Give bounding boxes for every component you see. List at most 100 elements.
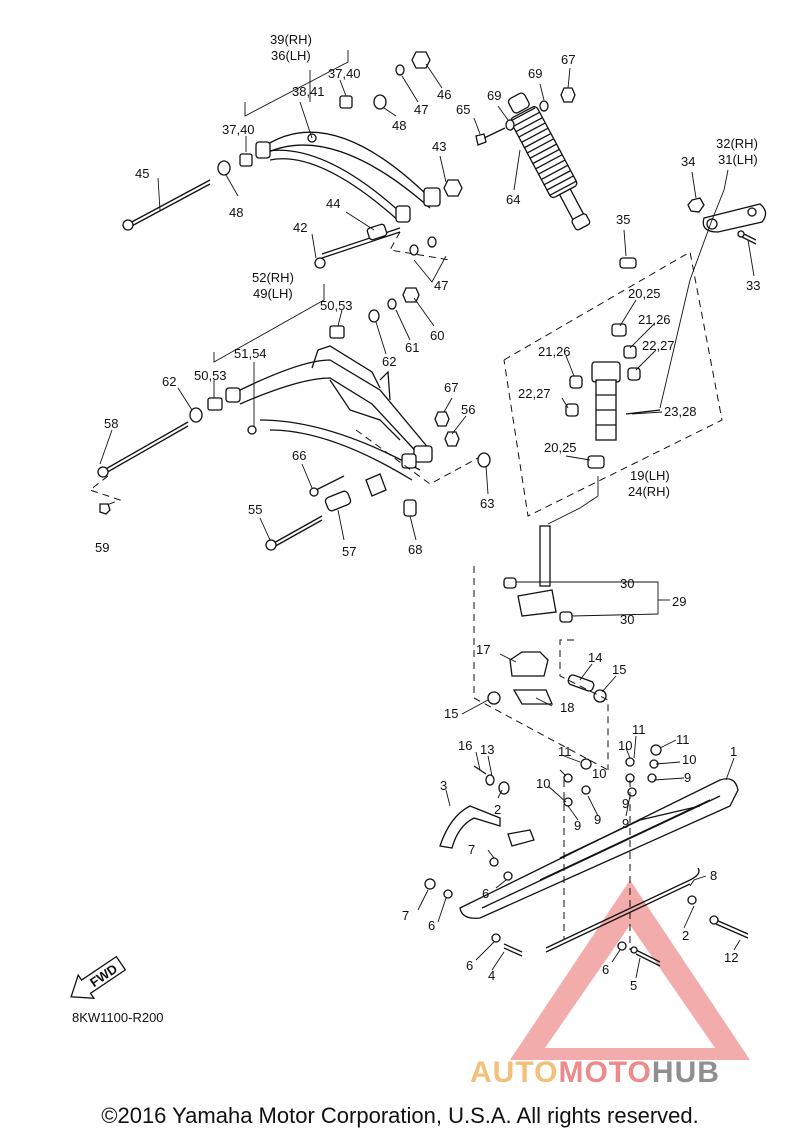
leader-lines	[99, 50, 755, 979]
callout-7-a: 7	[468, 842, 475, 857]
callout-1: 1	[730, 744, 737, 759]
callout-22-27-a: 22,27	[642, 338, 675, 353]
callout-34: 34	[681, 154, 695, 169]
copyright-notice: ©2016 Yamaha Motor Corporation, U.S.A. A…	[101, 1103, 699, 1128]
callout-68: 68	[408, 542, 422, 557]
callout-33: 33	[746, 278, 760, 293]
callout-43: 43	[432, 139, 446, 154]
callout-65: 65	[456, 102, 470, 117]
callout-9-e: 9	[622, 816, 629, 831]
callout-56: 56	[461, 402, 475, 417]
callout-46: 46	[437, 87, 451, 102]
diagram-code: 8KW1100-R200	[72, 1010, 164, 1025]
callout-67-a: 67	[561, 52, 575, 67]
callout-50-53-b: 50,53	[194, 368, 227, 383]
callout-52rh: 52(RH)	[252, 270, 294, 285]
upper-arm-assembly	[122, 51, 463, 269]
callout-19lh: 19(LH)	[630, 468, 670, 483]
callout-6-b: 6	[428, 918, 435, 933]
callout-60: 60	[430, 328, 444, 343]
callout-20-25-a: 20,25	[628, 286, 661, 301]
callout-6-c: 6	[466, 958, 473, 973]
callout-47-b: 47	[434, 278, 448, 293]
callout-48-b: 48	[229, 205, 243, 220]
callout-4: 4	[488, 968, 495, 983]
callout-9-a: 9	[684, 770, 691, 785]
callout-9-d: 9	[574, 818, 581, 833]
dashed-groupings	[88, 231, 723, 950]
callout-30-a: 30	[620, 576, 634, 591]
callout-10-a: 10	[618, 738, 632, 753]
callout-6-d: 6	[602, 962, 609, 977]
callout-20-25-b: 20,25	[544, 440, 577, 455]
callout-16: 16	[458, 738, 472, 753]
callout-67-b: 67	[444, 380, 458, 395]
callout-59: 59	[95, 540, 109, 555]
callout-14: 14	[588, 650, 602, 665]
callout-7-b: 7	[402, 908, 409, 923]
callout-37-40-a: 37,40	[328, 66, 361, 81]
callout-39rh: 39(RH)	[270, 32, 312, 47]
callout-63: 63	[480, 496, 494, 511]
callout-5: 5	[630, 978, 637, 993]
steering-arm	[619, 197, 767, 269]
callout-11-b: 11	[632, 722, 646, 737]
callout-11-a: 11	[558, 744, 572, 759]
callout-38-41: 38,41	[292, 84, 325, 99]
callout-62-a: 62	[382, 354, 396, 369]
callout-30-b: 30	[620, 612, 634, 627]
callout-11-c: 11	[676, 732, 690, 747]
fwd-arrow-icon: FWD	[70, 955, 127, 1000]
watermark-logo	[510, 880, 750, 1060]
callout-10-b: 10	[682, 752, 696, 767]
callout-57: 57	[342, 544, 356, 559]
callout-6-a: 6	[482, 886, 489, 901]
callout-17: 17	[476, 642, 490, 657]
callout-64: 64	[506, 192, 520, 207]
callout-69-a: 69	[487, 88, 501, 103]
ski-assembly	[424, 744, 749, 967]
callout-9-b: 9	[622, 796, 629, 811]
callout-22-27-b: 22,27	[518, 386, 551, 401]
callout-13: 13	[480, 742, 494, 757]
callout-29: 29	[672, 594, 686, 609]
callout-35: 35	[616, 212, 630, 227]
callout-9-c: 9	[594, 812, 601, 827]
callout-44: 44	[326, 196, 340, 211]
callout-48-a: 48	[392, 118, 406, 133]
callout-37-40-b: 37,40	[222, 122, 255, 137]
callout-10-c: 10	[592, 766, 606, 781]
callout-12: 12	[724, 950, 738, 965]
callout-42: 42	[293, 220, 307, 235]
callout-15-a: 15	[612, 662, 626, 677]
callout-24rh: 24(RH)	[628, 484, 670, 499]
callout-10-d: 10	[536, 776, 550, 791]
callout-62-b: 62	[162, 374, 176, 389]
callout-58: 58	[104, 416, 118, 431]
shock-absorber	[475, 87, 591, 231]
callout-47-a: 47	[414, 102, 428, 117]
callout-45: 45	[135, 166, 149, 181]
callout-21-26-b: 21,26	[538, 344, 571, 359]
callout-8: 8	[710, 868, 717, 883]
watermark-part-3: HUB	[651, 1056, 720, 1089]
spindle-assembly	[487, 323, 661, 705]
callout-51-54: 51,54	[234, 346, 267, 361]
callout-21-26-a: 21,26	[638, 312, 671, 327]
watermark-part-1: AUTO	[470, 1056, 559, 1089]
callout-32rh: 32(RH)	[716, 136, 758, 151]
lower-arm-assembly	[97, 287, 491, 551]
callout-50-53-a: 50,53	[320, 298, 353, 313]
callout-66: 66	[292, 448, 306, 463]
callout-36lh: 36(LH)	[271, 48, 311, 63]
callout-69-b: 69	[528, 66, 542, 81]
callout-31lh: 31(LH)	[718, 152, 758, 167]
watermark-text: AUTOMOTOHUB	[470, 1056, 720, 1090]
callout-55: 55	[248, 502, 262, 517]
callout-23-28: 23,28	[664, 404, 697, 419]
callout-labels: 39(RH) 36(LH) 37,40 38,41 37,40 46 47 48…	[95, 32, 760, 993]
callout-2-b: 2	[682, 928, 689, 943]
callout-49lh: 49(LH)	[253, 286, 293, 301]
watermark-part-2: MOTO	[558, 1056, 652, 1089]
